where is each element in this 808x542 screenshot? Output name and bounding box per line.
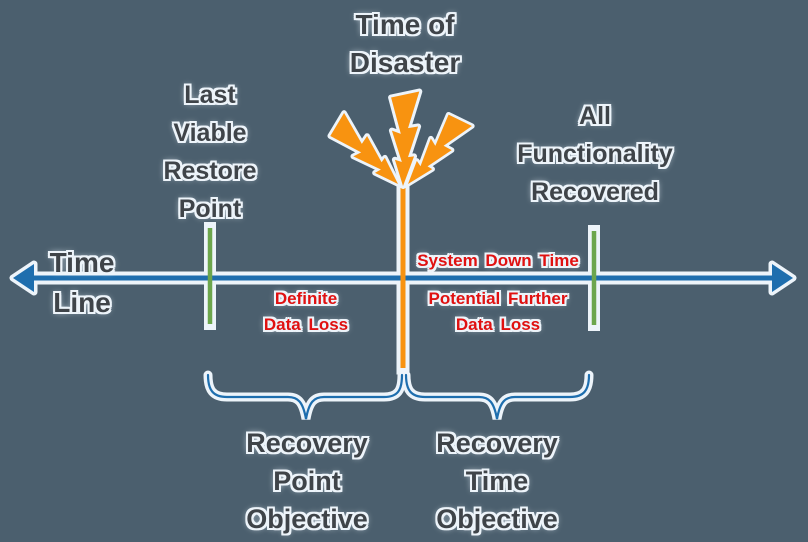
rto-brace bbox=[404, 373, 591, 420]
all-functionality-recovered-label: All Functionality Recovered bbox=[517, 97, 673, 211]
label-line: Objective bbox=[246, 504, 368, 534]
label-line: Time of bbox=[355, 9, 455, 40]
label-line: Potential Further bbox=[428, 289, 568, 308]
label-line: Point bbox=[273, 466, 341, 496]
label-line: Disaster bbox=[349, 47, 461, 78]
potential-further-data-loss-label: Potential Further Data Loss bbox=[428, 286, 567, 338]
label-line: Recovery bbox=[436, 428, 558, 458]
label-line: All bbox=[579, 102, 611, 130]
label-line: Point bbox=[178, 195, 242, 223]
label-line: Functionality bbox=[517, 140, 673, 168]
timeline-arrow-left-icon bbox=[13, 264, 34, 292]
time-line-label: Time Line bbox=[50, 243, 115, 323]
label-line: Objective bbox=[436, 504, 558, 534]
last-viable-restore-point-label: Last Viable Restore Point bbox=[163, 76, 256, 228]
label-line: Definite bbox=[274, 289, 338, 308]
label-line: Time bbox=[465, 466, 529, 496]
rpo-brace bbox=[206, 373, 404, 420]
label-line: Data Loss bbox=[455, 315, 541, 334]
label-line: Restore bbox=[163, 157, 257, 185]
recovery-time-objective-label: Recovery Time Objective bbox=[436, 424, 558, 538]
timeline-arrow-right-icon bbox=[772, 264, 793, 292]
lightning-bolt-icon bbox=[326, 113, 407, 194]
time-of-disaster-label: Time of Disaster bbox=[350, 6, 461, 82]
label-line: Time bbox=[49, 247, 115, 278]
label-line: Recovery bbox=[246, 428, 368, 458]
system-down-time-label: System Down Time bbox=[417, 251, 579, 270]
definite-data-loss-label: Definite Data Loss bbox=[264, 286, 348, 338]
recovery-point-objective-label: Recovery Point Objective bbox=[246, 424, 368, 538]
label-line: Recovered bbox=[531, 178, 659, 206]
label-line: Line bbox=[53, 287, 111, 318]
label-line: Last bbox=[184, 81, 236, 109]
label-line: Data Loss bbox=[263, 315, 349, 334]
label-line: Viable bbox=[173, 119, 247, 147]
